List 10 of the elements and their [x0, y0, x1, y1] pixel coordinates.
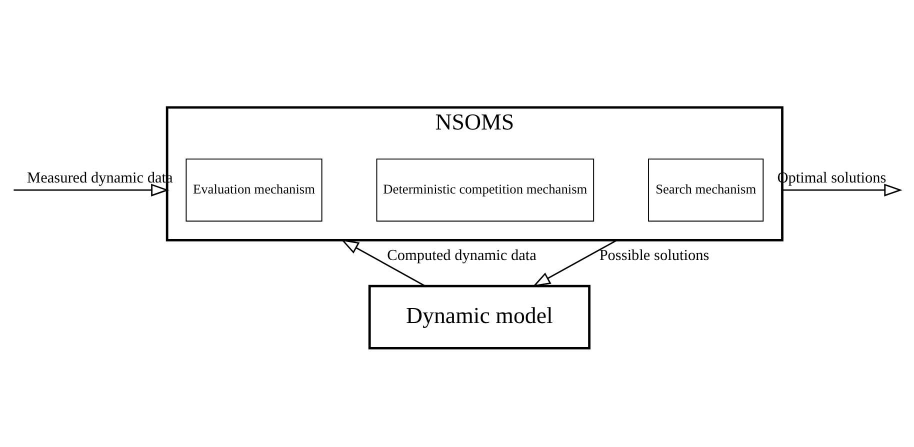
node-box: Dynamic model — [368, 284, 590, 349]
edge-label: Computed dynamic data — [387, 246, 536, 264]
edge-label: Possible solutions — [599, 246, 710, 264]
arrow — [532, 239, 618, 286]
node-box: Deterministic competition mechanism — [376, 158, 594, 222]
arrow — [14, 183, 170, 196]
arrow — [340, 238, 426, 286]
node-box: Evaluation mechanism — [186, 158, 322, 222]
node-box: Search mechanism — [648, 158, 764, 222]
arrow — [782, 183, 902, 196]
